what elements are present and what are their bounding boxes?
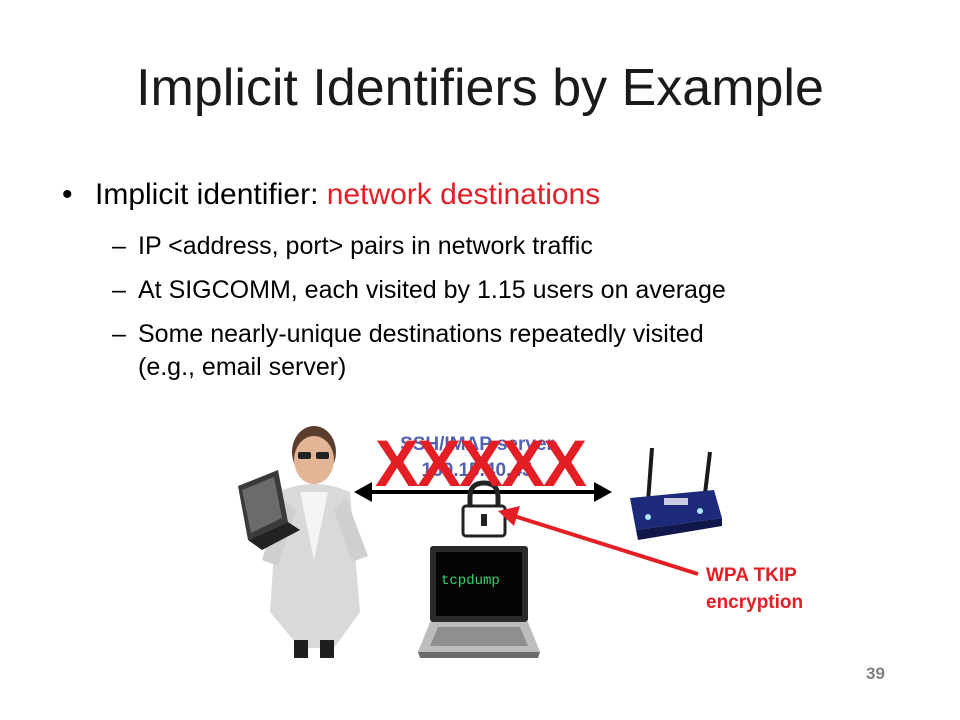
bullet-text: Implicit identifier: network destination… — [95, 176, 600, 214]
bullet-lead: Implicit identifier: — [95, 178, 327, 211]
wpa-line-2: encryption — [706, 592, 804, 613]
wpa-annotation: WPA TKIP encryption — [706, 562, 803, 616]
annotation-arrow — [498, 506, 699, 576]
slide-title: Implicit Identifiers by Example — [136, 59, 824, 117]
cross-out-mark: XXXXX — [374, 426, 587, 500]
bullet-highlight: network destinations — [326, 178, 601, 211]
wireless-router-icon — [630, 447, 722, 540]
server-label: SSH/IMAP server 169.15.40.45 — [372, 432, 582, 484]
subbullet-text: At SIGCOMM, each visited by 1.15 users o… — [138, 276, 726, 304]
padlock-icon — [461, 480, 507, 538]
bullet-marker: • — [62, 178, 73, 211]
subbullet-marker: – — [112, 320, 126, 348]
page-number: 39 — [866, 664, 885, 683]
subbullet-text: IP <address, port> pairs in network traf… — [138, 232, 593, 260]
server-label-line-1: SSH/IMAP server — [400, 434, 554, 455]
subbullet-marker: – — [112, 276, 126, 304]
person-with-laptop-icon — [238, 426, 368, 658]
subbullet-text-line-1: Some nearly-unique destinations repeated… — [138, 320, 704, 348]
subbullet-marker: – — [112, 232, 126, 260]
subbullet-text-line-2: (e.g., email server) — [138, 353, 347, 381]
laptop-icon: tcpdump — [418, 546, 540, 658]
server-label-line-2: 169.15.40.45 — [421, 460, 533, 481]
wpa-line-1: WPA TKIP — [706, 565, 797, 586]
link-arrow — [354, 482, 612, 502]
laptop-screen-text: tcpdump — [441, 573, 500, 589]
